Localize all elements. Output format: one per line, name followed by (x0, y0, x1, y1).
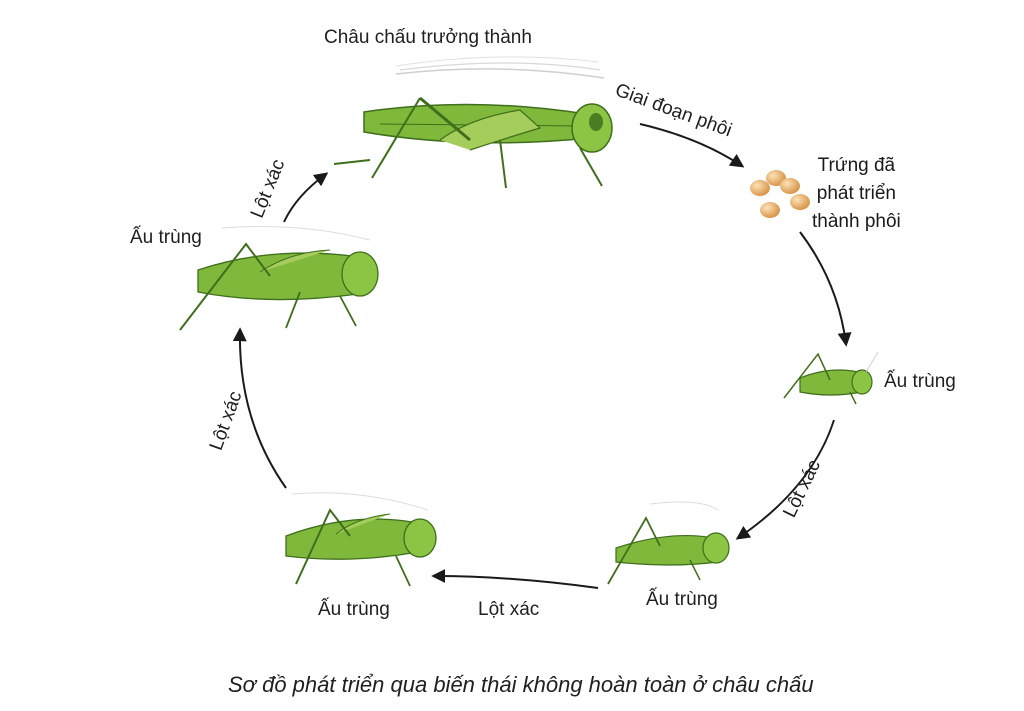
arrow-adult-to-eggs (639, 123, 745, 168)
nymph-3-label: Ấu trùng (318, 599, 390, 620)
nymph-1-label: Ấu trùng (884, 371, 956, 392)
nymph-4-illustration (179, 226, 379, 331)
adult-label: Châu chấu trưởng thành (324, 27, 532, 48)
nymph-2-label: Ấu trùng (646, 589, 718, 610)
nymph-4-label: Ấu trùng (130, 227, 202, 248)
eggs-label: Trứng đã phát triển thành phôi (812, 152, 901, 236)
eggs-label-line-2: phát triển (816, 183, 896, 204)
arrow-nymph1-to-nymph2 (735, 419, 835, 540)
eggs-illustration (750, 170, 810, 218)
eggs-label-line-3: thành phôi (812, 211, 901, 232)
nymph-3-illustration (285, 492, 437, 587)
arrow-nymph3-to-nymph4 (232, 327, 287, 489)
arrow-nymph2-to-nymph3 (431, 569, 599, 589)
adult-grasshopper-illustration (333, 56, 613, 189)
nymph-2-illustration (607, 501, 730, 585)
eggs-label-line-1: Trứng đã (817, 155, 896, 176)
nymph-1-illustration (783, 351, 879, 405)
arrow-nymph4-to-adult (283, 172, 329, 223)
molt-label-bottom: Lột xác (478, 599, 540, 620)
arrow-eggs-to-nymph1 (799, 231, 852, 347)
diagram-caption: Sơ đồ phát triển qua biến thái không hoà… (228, 672, 814, 697)
